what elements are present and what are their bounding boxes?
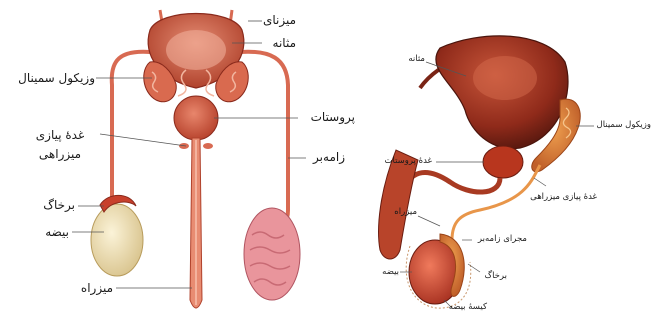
right-label-vas-deferens: مجرای زامه‌بر [478, 235, 527, 244]
left-label-vas-deferens: زامه‌بر [313, 151, 345, 163]
left-label-prostate: پروستات [311, 111, 355, 123]
left-label-bladder: مثانه [273, 37, 296, 49]
right-label-prostate: غدهٔ پروستات [384, 157, 432, 166]
left-label-epididymis: برخاگ [43, 199, 75, 211]
left-label-bulbourethral: غدهٔ پیازی میزراهی [25, 126, 95, 164]
left-bladder-lumen [166, 30, 226, 70]
right-label-scrotum: کیسهٔ بیضه [449, 303, 487, 312]
left-label-ureter: میزنای [263, 14, 296, 26]
left-label-urethra: میزراه [81, 282, 113, 294]
right-label-urethra: میزراه [394, 208, 417, 217]
right-diagram [379, 36, 581, 308]
left-testis-section [244, 208, 300, 300]
left-label-testis: بیضه [45, 226, 69, 238]
left-prostate [174, 96, 218, 140]
right-label-bladder: مثانه [408, 55, 425, 64]
left-label-seminal-vesicle: وزیکول سمینال [18, 72, 95, 84]
left-diagram [91, 10, 300, 308]
right-label-testis: بیضه [382, 268, 399, 277]
right-label-bulbourethral: غدهٔ پیازی میزراهی [530, 193, 597, 202]
right-label-seminal-vesicle: وزیکول سمینال [597, 121, 651, 130]
right-prostate [483, 146, 523, 178]
right-label-epididymis: برخاگ [484, 272, 507, 281]
left-bulbourethral-right [203, 143, 213, 149]
left-testis [91, 204, 143, 276]
right-penis [379, 150, 418, 259]
right-bladder-highlight [473, 56, 537, 100]
